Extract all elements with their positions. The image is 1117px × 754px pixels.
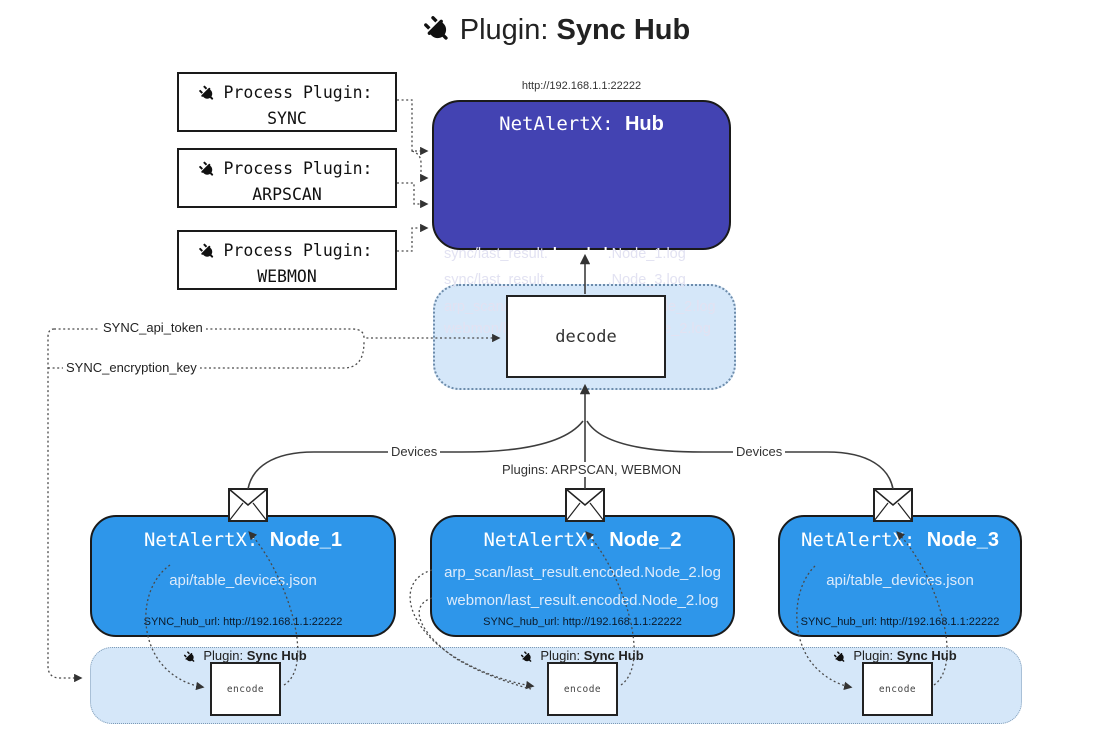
process-plugin-label: Process Plugin: [223,159,373,178]
page-title: Plugin: Sync Hub [0,14,1117,50]
node-title: NetAlertX: Node_2 [483,529,682,551]
edge-arpscan-to-log3 [397,182,429,209]
edge-keys-to-band [47,328,83,683]
hub-node: NetAlertX: Hub sync/last_result.decoded.… [432,100,731,337]
plug-icon [832,649,851,668]
key-label-api-token: SYNC_api_token [100,320,206,335]
envelope-icon [873,488,913,522]
encode-box: encode [547,662,618,716]
edge-label-devices-left: Devices [388,444,441,459]
plug-icon [196,240,224,268]
edge-label-plugins: Plugins: ARPSCAN, WEBMON [499,462,685,477]
key-label-encryption-key: SYNC_encryption_key [63,360,200,375]
process-plugin-label: Process Plugin: [223,83,373,102]
node-node-1: NetAlertX: Node_1 api/table_devices.json… [90,515,396,637]
encode-box: encode [210,662,281,716]
node-title: NetAlertX: Node_3 [800,529,1000,551]
node-node-3: NetAlertX: Node_3 api/table_devices.json… [778,515,1022,637]
node-log-line: api/table_devices.json [169,572,317,589]
node-hub-url: SYNC_hub_url: http://192.168.1.1:22222 [800,616,1000,628]
edge-sync-to-log1 [397,99,429,156]
encode-box: encode [862,662,933,716]
plug-icon [196,82,224,110]
process-plugin-box-sync: Process Plugin: SYNC [177,72,397,132]
hub-url: http://192.168.1.1:22222 [521,80,642,92]
page-title-bold: Sync Hub [556,14,691,46]
plug-icon [196,158,224,186]
process-plugin-name: WEBMON [257,267,317,286]
plug-icon [182,649,201,668]
node-log-line: api/table_devices.json [826,572,974,589]
node-hub-url: SYNC_hub_url: http://192.168.1.1:22222 [143,616,343,628]
page-title-prefix: Plugin: [459,14,557,46]
hub-log-line: sync/last_result.decoded.Node_3.log [444,272,686,288]
node-node-2: NetAlertX: Node_2 arp_scan/last_result.e… [430,515,735,637]
process-plugin-name: SYNC [267,109,307,128]
edge-webmon-to-log4 [397,223,429,252]
node-title: NetAlertX: Node_1 [143,529,343,551]
node-log-line: arp_scan/last_result.encoded.Node_2.log [444,564,721,581]
hub-log-line: sync/last_result.decoded.Node_1.log [444,246,686,262]
envelope-icon [565,488,605,522]
decode-box: decode [506,295,666,378]
process-plugin-name: ARPSCAN [252,185,322,204]
process-plugin-box-webmon: Process Plugin: WEBMON [177,230,397,290]
plug-icon [519,649,538,668]
plug-icon [418,11,462,55]
envelope-icon [228,488,268,522]
process-plugin-label: Process Plugin: [223,241,373,260]
edge-sync-to-log2 [411,150,429,183]
process-plugin-box-arpscan: Process Plugin: ARPSCAN [177,148,397,208]
hub-title: NetAlertX: Hub [499,113,664,135]
node-hub-url: SYNC_hub_url: http://192.168.1.1:22222 [483,616,682,628]
node-log-line: webmon/last_result.encoded.Node_2.log [446,592,719,609]
edge-label-devices-right: Devices [733,444,786,459]
